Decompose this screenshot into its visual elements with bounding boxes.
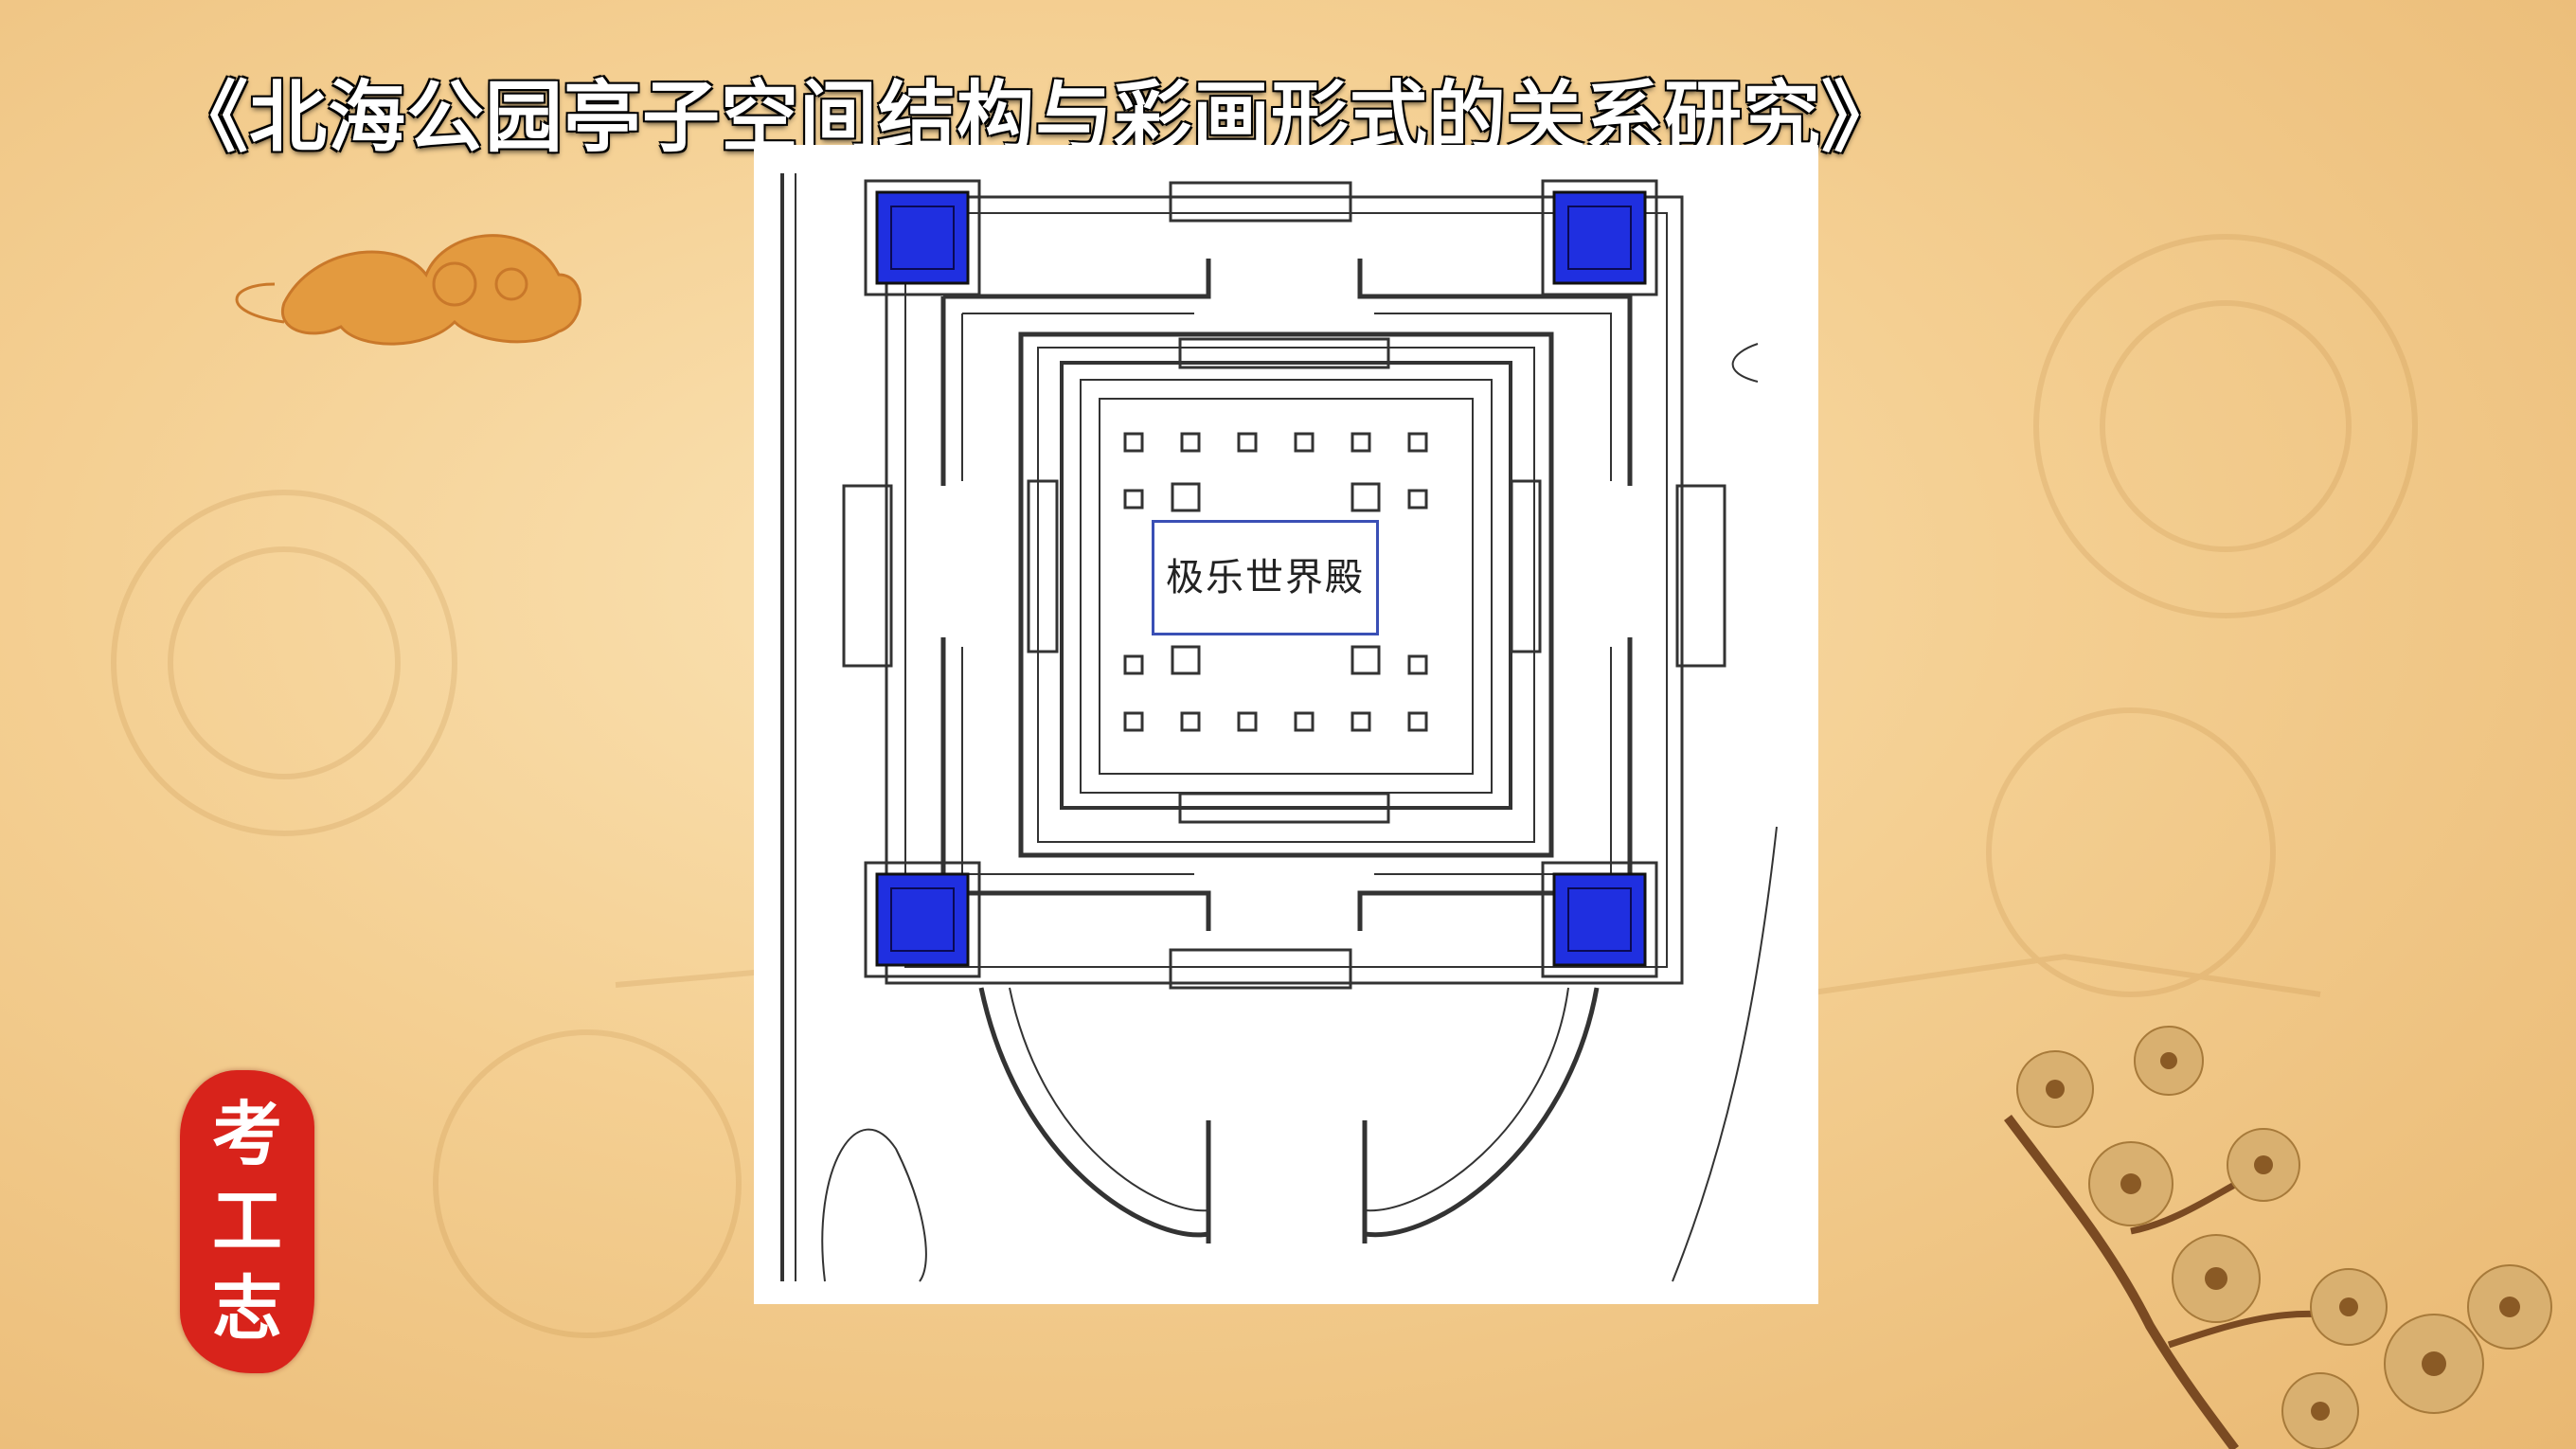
seal-char-3: 志 [212,1268,282,1350]
seal-text: 考 工 志 [180,1091,314,1352]
cloud-icon [235,234,581,346]
seal-stamp: 考 工 志 [180,1070,314,1373]
floor-plan: 极乐世界殿 [754,145,1818,1304]
seal-char-2: 工 [212,1181,282,1262]
hall-label: 极乐世界殿 [1152,520,1379,635]
floor-plan-drawing [780,173,1778,1282]
flower-icon [2004,1026,2552,1449]
seal-char-1: 考 [212,1094,282,1175]
